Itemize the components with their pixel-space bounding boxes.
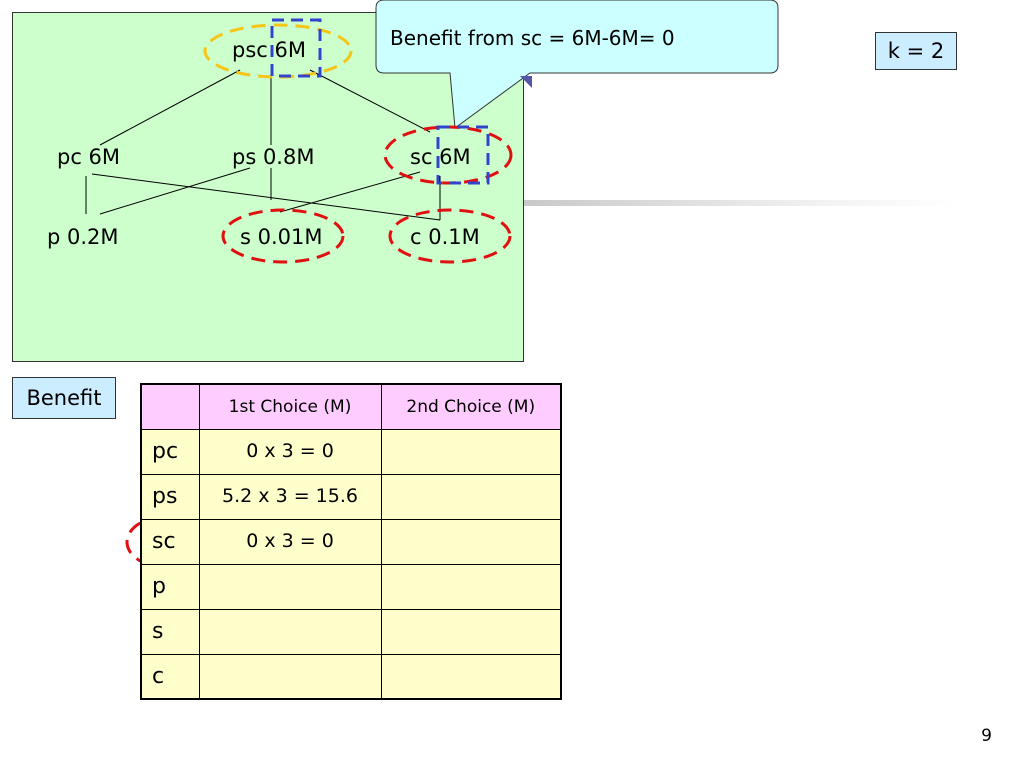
edge-pc-c <box>91 173 441 221</box>
node-s: s 0.01M <box>240 225 323 249</box>
header-cell-second-choice: 2nd Choice (M) <box>380 383 562 430</box>
table-row: ps 5.2 x 3 = 15.6 <box>140 473 562 520</box>
table-row: pc 0 x 3 = 0 <box>140 428 562 475</box>
second-choice-cell <box>380 608 562 655</box>
node-psc: psc 6M <box>232 38 306 62</box>
table-row: s <box>140 608 562 655</box>
first-choice-cell: 0 x 3 = 0 <box>198 428 382 475</box>
first-choice-cell <box>198 563 382 610</box>
second-choice-cell <box>380 428 562 475</box>
table-row: p <box>140 563 562 610</box>
row-label: pc <box>140 428 200 475</box>
first-choice-cell: 0 x 3 = 0 <box>198 518 382 565</box>
row-label: p <box>140 563 200 610</box>
first-choice-cell <box>198 608 382 655</box>
table-row: c <box>140 653 562 700</box>
second-choice-cell <box>380 473 562 520</box>
k-label: k = 2 <box>887 39 945 63</box>
row-label: sc <box>140 518 200 565</box>
yellow-highlight-psc <box>203 23 353 79</box>
header-cell-first-choice: 1st Choice (M) <box>198 383 382 430</box>
k-label-box: k = 2 <box>875 32 957 70</box>
node-c: c 0.1M <box>410 225 480 249</box>
red-highlight-s <box>221 208 345 264</box>
page-number: 9 <box>981 726 992 746</box>
row-label: s <box>140 608 200 655</box>
header-cell-blank <box>140 383 200 430</box>
edge-ps-p <box>99 167 251 215</box>
benefit-table: 1st Choice (M) 2nd Choice (M) pc 0 x 3 =… <box>140 383 562 700</box>
callout-text: Benefit from sc = 6M-6M= 0 <box>390 26 675 50</box>
node-p: p 0.2M <box>47 225 119 249</box>
edge-psc-sc <box>309 69 431 133</box>
blue-highlight-psc-6m <box>270 18 322 78</box>
table-header-row: 1st Choice (M) 2nd Choice (M) <box>140 383 562 430</box>
callout-shadow-mark <box>520 76 532 88</box>
first-choice-cell <box>198 653 382 700</box>
row-label: ps <box>140 473 200 520</box>
first-choice-cell: 5.2 x 3 = 15.6 <box>198 473 382 520</box>
benefit-label: Benefit <box>26 386 102 410</box>
blue-highlight-sc-6m <box>436 125 490 185</box>
node-sc: sc 6M <box>410 145 471 169</box>
decorative-rule <box>520 200 960 206</box>
table-row: sc 0 x 3 = 0 <box>140 518 562 565</box>
benefit-label-box: Benefit <box>12 377 116 419</box>
second-choice-cell <box>380 653 562 700</box>
row-label: c <box>140 653 200 700</box>
second-choice-cell <box>380 563 562 610</box>
edge-sc-s <box>279 171 421 213</box>
edge-psc-pc <box>99 69 241 146</box>
node-pc: pc 6M <box>57 145 121 169</box>
callout-bubble <box>375 0 779 129</box>
node-ps: ps 0.8M <box>232 145 315 169</box>
red-highlight-c <box>388 208 512 264</box>
second-choice-cell <box>380 518 562 565</box>
